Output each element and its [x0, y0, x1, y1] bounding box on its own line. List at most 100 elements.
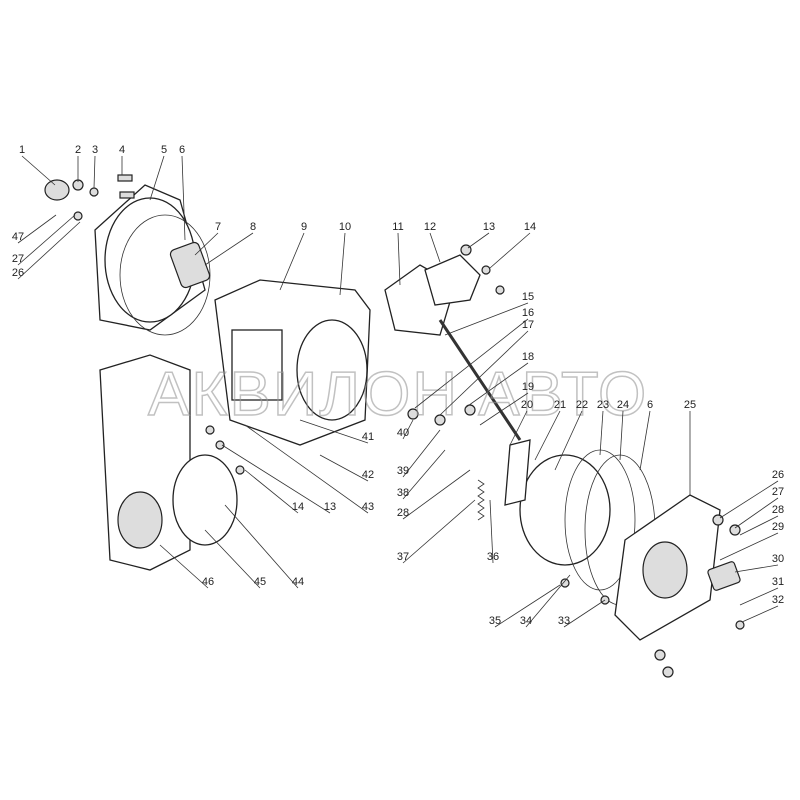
leader-line	[741, 605, 779, 623]
leader-line	[414, 318, 529, 409]
leader-line	[319, 454, 369, 482]
plate-bore	[117, 491, 163, 549]
leader-line	[599, 410, 604, 456]
leader-line	[402, 429, 441, 478]
fasteners	[72, 174, 745, 678]
callout-37: 37	[397, 551, 409, 563]
leader-line	[739, 515, 779, 536]
callout-42: 42	[362, 469, 374, 481]
leader-line	[181, 155, 186, 241]
leader-line	[244, 469, 299, 514]
top-cover	[424, 254, 481, 306]
callout-28: 28	[772, 504, 784, 516]
callout-26: 26	[12, 267, 24, 279]
callout-21: 21	[554, 399, 566, 411]
callout-25: 25	[684, 399, 696, 411]
leader-line	[17, 221, 81, 280]
callout-12: 12	[424, 221, 436, 233]
callout-14: 14	[292, 501, 304, 513]
callout-30: 30	[772, 553, 784, 565]
leader-line	[149, 155, 165, 201]
leader-line	[221, 444, 331, 514]
callout-35: 35	[489, 615, 501, 627]
callout-23: 23	[597, 399, 609, 411]
callout-17: 17	[522, 319, 534, 331]
leader-line	[439, 330, 529, 416]
callout-28: 28	[397, 507, 409, 519]
leader-line	[619, 410, 624, 461]
callout-7: 7	[215, 221, 221, 233]
leader-line	[494, 584, 561, 628]
callout-8: 8	[250, 221, 256, 233]
callout-14: 14	[524, 221, 536, 233]
flange-7	[169, 241, 211, 289]
leader-line	[21, 155, 56, 186]
leader-line	[734, 564, 779, 573]
callout-22: 22	[576, 399, 588, 411]
callout-40: 40	[397, 427, 409, 439]
leader-line	[489, 499, 494, 564]
callout-26: 26	[772, 469, 784, 481]
leader-line	[279, 232, 305, 291]
leader-line	[194, 232, 219, 256]
callout-33: 33	[558, 615, 570, 627]
callout-15: 15	[522, 291, 534, 303]
drum-45	[172, 454, 238, 546]
callout-47: 47	[12, 231, 24, 243]
callout-27: 27	[12, 253, 24, 265]
callout-13: 13	[483, 221, 495, 233]
leader-line	[17, 214, 57, 244]
callout-39: 39	[397, 465, 409, 477]
leader-line	[739, 587, 779, 606]
leader-line	[719, 480, 779, 519]
leader-line	[467, 232, 490, 249]
lever	[504, 439, 531, 506]
leader-line	[534, 410, 561, 461]
callout-2: 2	[75, 144, 81, 156]
control-cable	[438, 319, 522, 441]
callout-36: 36	[487, 551, 499, 563]
callout-44: 44	[292, 576, 304, 588]
leader-line	[17, 214, 76, 266]
housing-window	[231, 329, 283, 401]
leader-line	[489, 232, 531, 269]
leader-line	[397, 232, 401, 286]
leader-line	[204, 529, 261, 589]
leader-line	[402, 419, 414, 440]
leader-line	[339, 232, 346, 296]
leader-line	[464, 362, 529, 409]
callout-24: 24	[617, 399, 629, 411]
callout-10: 10	[339, 221, 351, 233]
leader-line	[429, 232, 441, 263]
leader-line	[639, 410, 651, 471]
leader-line	[402, 469, 471, 520]
leader-line	[525, 574, 571, 628]
leader-line	[444, 302, 529, 336]
leader-line	[563, 599, 606, 628]
callout-29: 29	[772, 521, 784, 533]
leader-line	[93, 155, 96, 189]
watermark: АКВИЛОН АВТО	[148, 360, 648, 429]
nut	[44, 179, 70, 201]
callout-19: 19	[522, 381, 534, 393]
callout-6: 6	[179, 144, 185, 156]
callout-27: 27	[772, 486, 784, 498]
leader-line	[299, 419, 369, 444]
leader-line	[224, 504, 299, 589]
leader-line	[402, 449, 446, 500]
callout-45: 45	[254, 576, 266, 588]
callout-3: 3	[92, 144, 98, 156]
leader-line	[554, 410, 583, 471]
leader-line	[479, 392, 529, 426]
parts	[44, 174, 745, 678]
callout-18: 18	[522, 351, 534, 363]
rear-hub	[642, 541, 688, 599]
leader-line	[734, 497, 779, 529]
callout-41: 41	[362, 431, 374, 443]
leader-line	[509, 410, 528, 446]
spring	[477, 479, 485, 521]
callout-1: 1	[19, 144, 25, 156]
